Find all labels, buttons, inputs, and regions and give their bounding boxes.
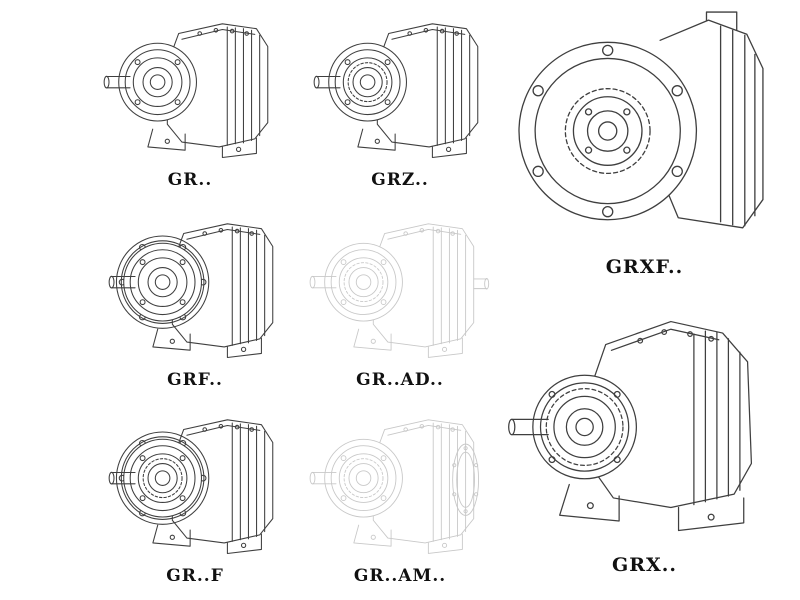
- gearbox-figure-grf: GRF..: [90, 206, 300, 390]
- gearbox-figure-grx: GRX..: [502, 302, 787, 576]
- gearbox-figure-grxf: GRXF..: [502, 2, 787, 278]
- model-label-grx: GRX..: [612, 554, 677, 576]
- gearbox-figure-gr-f: GR..F: [90, 402, 300, 586]
- gearbox-drawing-gr-f: [108, 419, 274, 554]
- model-label-gr-am: GR..AM..: [353, 566, 447, 586]
- gearbox-drawing-gr: [103, 23, 269, 158]
- gearbox-drawing-grx: [507, 320, 752, 532]
- gearbox-drawing-grxf: [517, 11, 764, 229]
- model-label-gr-ad: GR..AD..: [356, 370, 444, 390]
- gearbox-drawing-grf: [108, 223, 274, 358]
- gearbox-figure-gr-ad: GR..AD..: [295, 206, 505, 390]
- model-label-grxf: GRXF..: [605, 256, 684, 278]
- gearbox-figure-gr-am: GR..AM..: [295, 402, 505, 586]
- gearbox-drawing-grz: [313, 23, 479, 158]
- gearbox-drawing-gr-am: [309, 419, 480, 554]
- gearbox-figure-grz: GRZ..: [300, 6, 500, 190]
- model-label-gr: GR..: [167, 170, 213, 190]
- gearbox-figure-gr: GR..: [85, 6, 295, 190]
- gearbox-drawing-gr-ad: [309, 223, 490, 358]
- model-label-grf: GRF..: [167, 370, 223, 390]
- model-label-gr-f: GR..F: [166, 566, 224, 586]
- model-label-grz: GRZ..: [371, 170, 429, 190]
